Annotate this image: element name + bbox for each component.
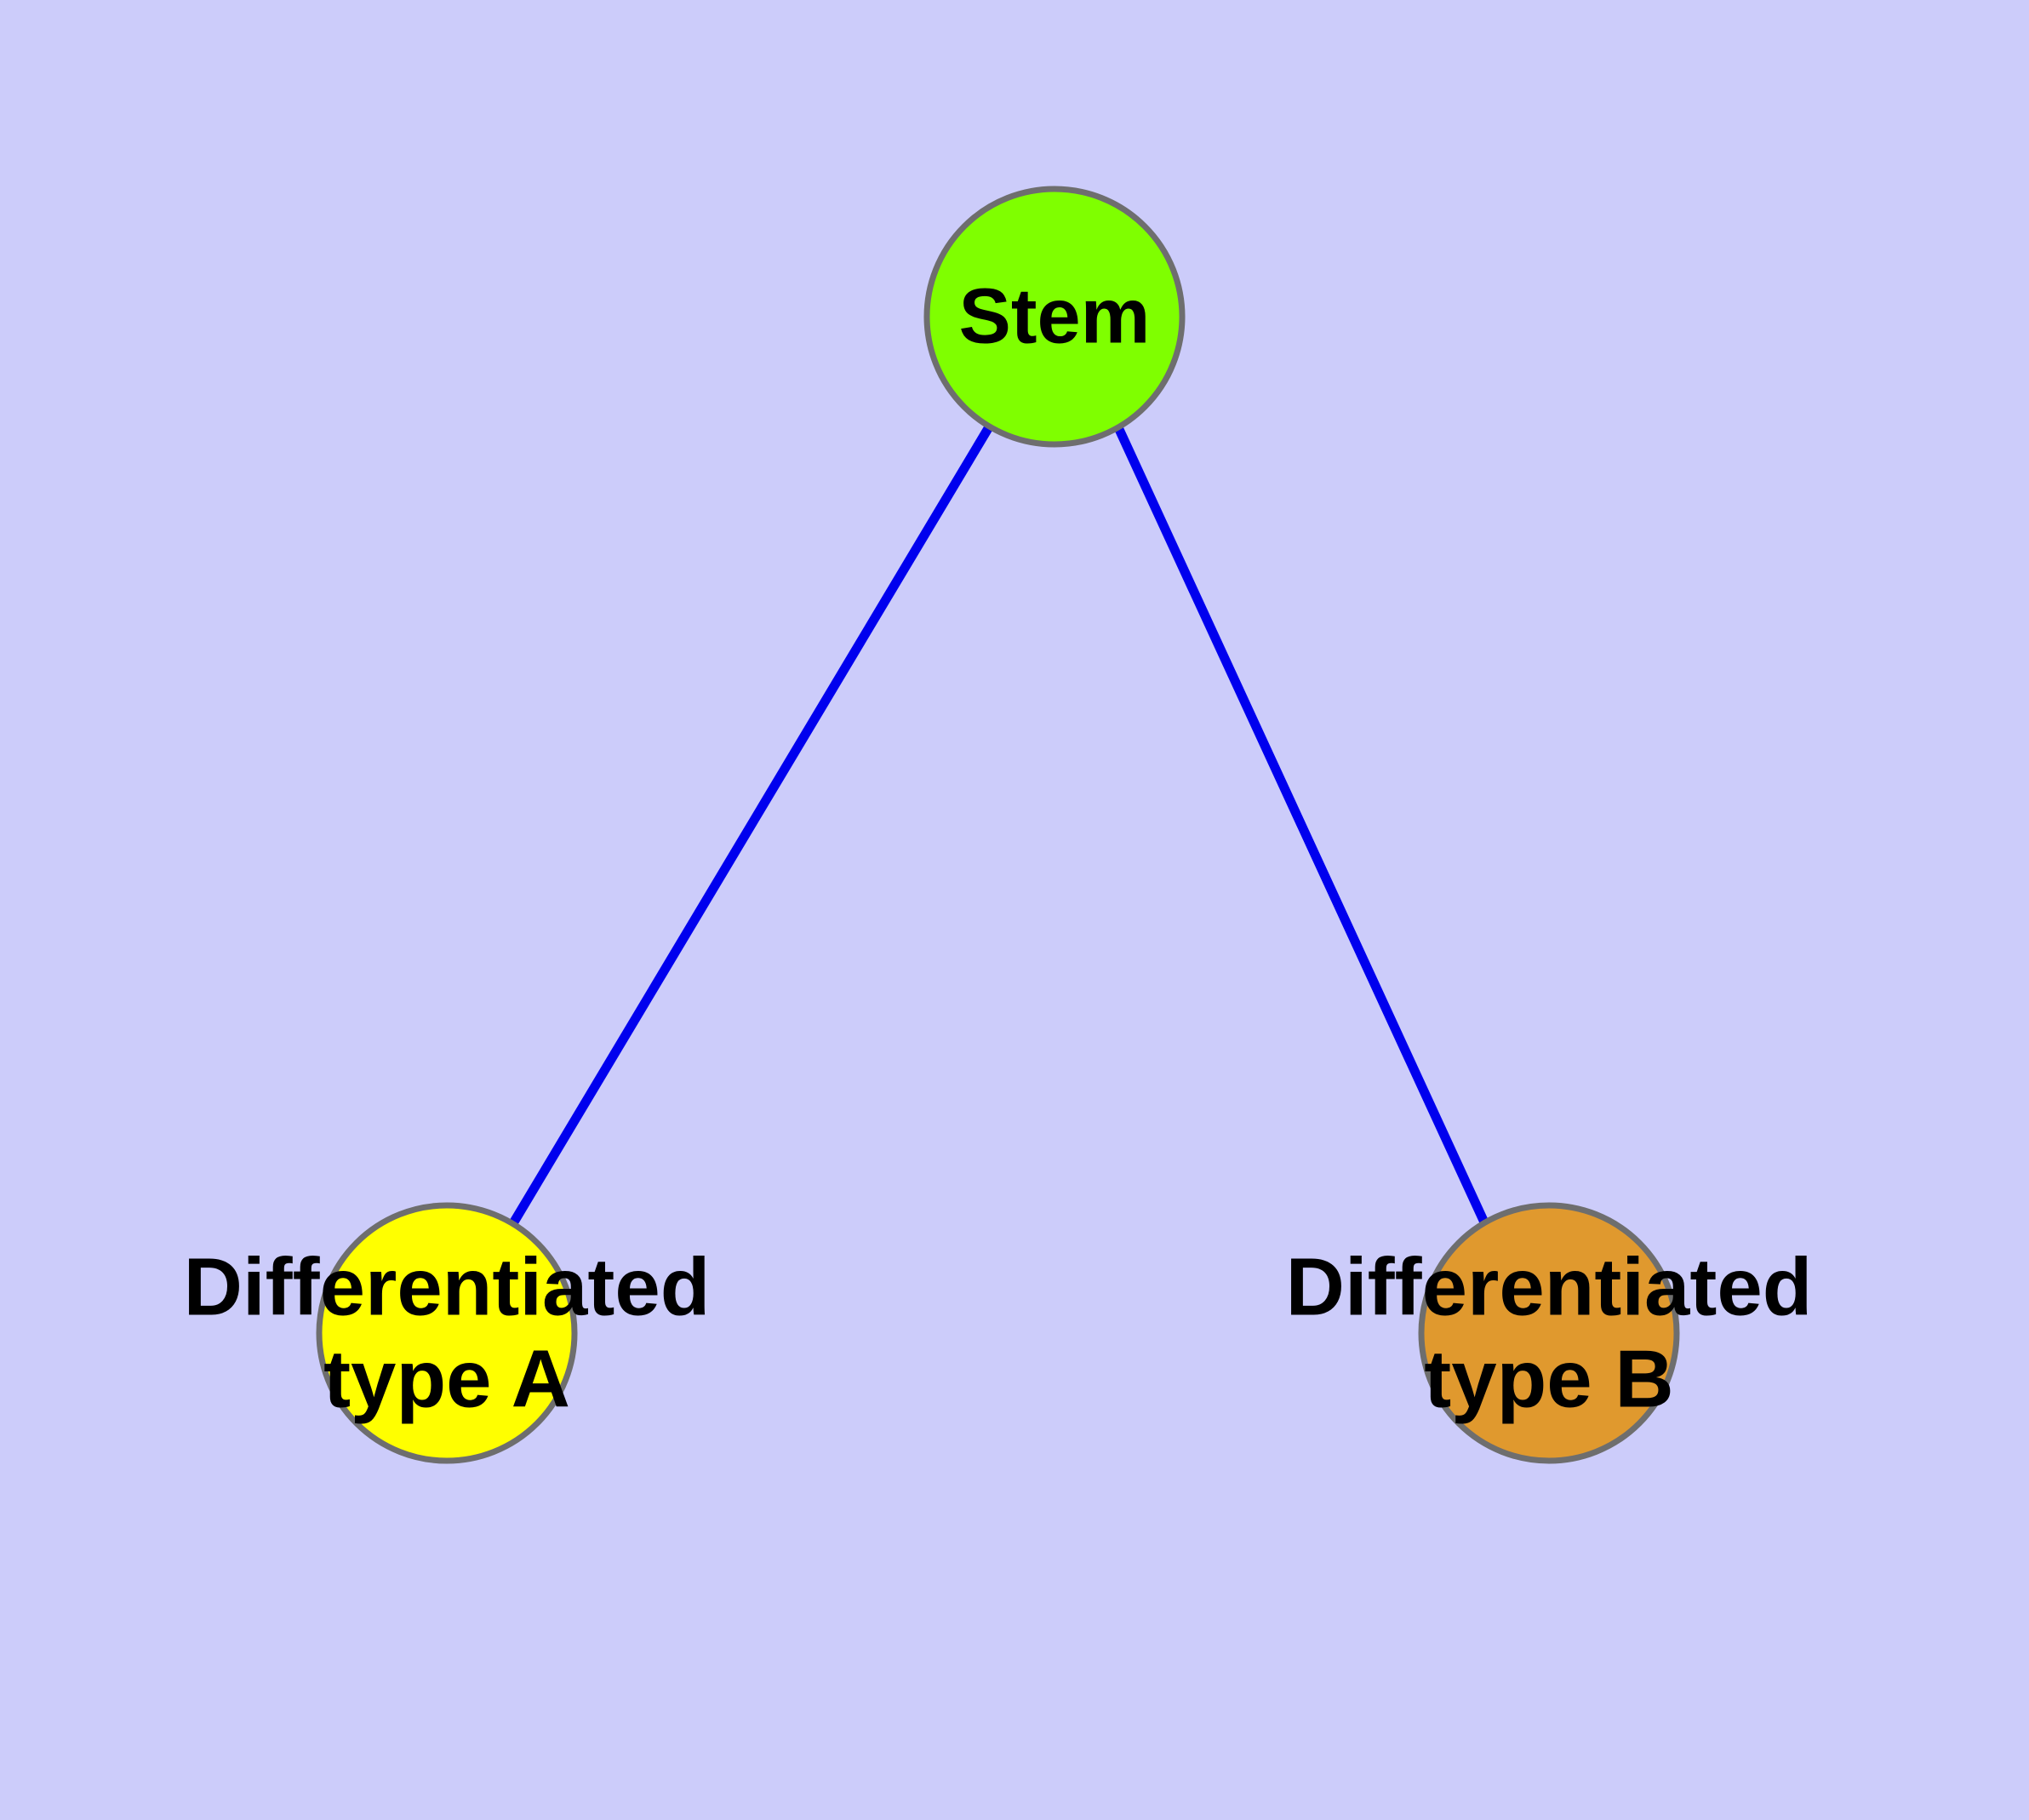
- node-layer: [316, 186, 1680, 1464]
- node-differentiated-type-b-circle[interactable]: [1418, 1202, 1680, 1464]
- node-stem-circle[interactable]: [923, 186, 1186, 448]
- node-differentiated-type-a-circle[interactable]: [316, 1202, 578, 1464]
- edge-stem-to-differentiated-type-a[interactable]: [509, 423, 994, 1226]
- edge-stem-to-differentiated-type-b[interactable]: [1113, 423, 1489, 1227]
- edge-layer: [509, 423, 1489, 1227]
